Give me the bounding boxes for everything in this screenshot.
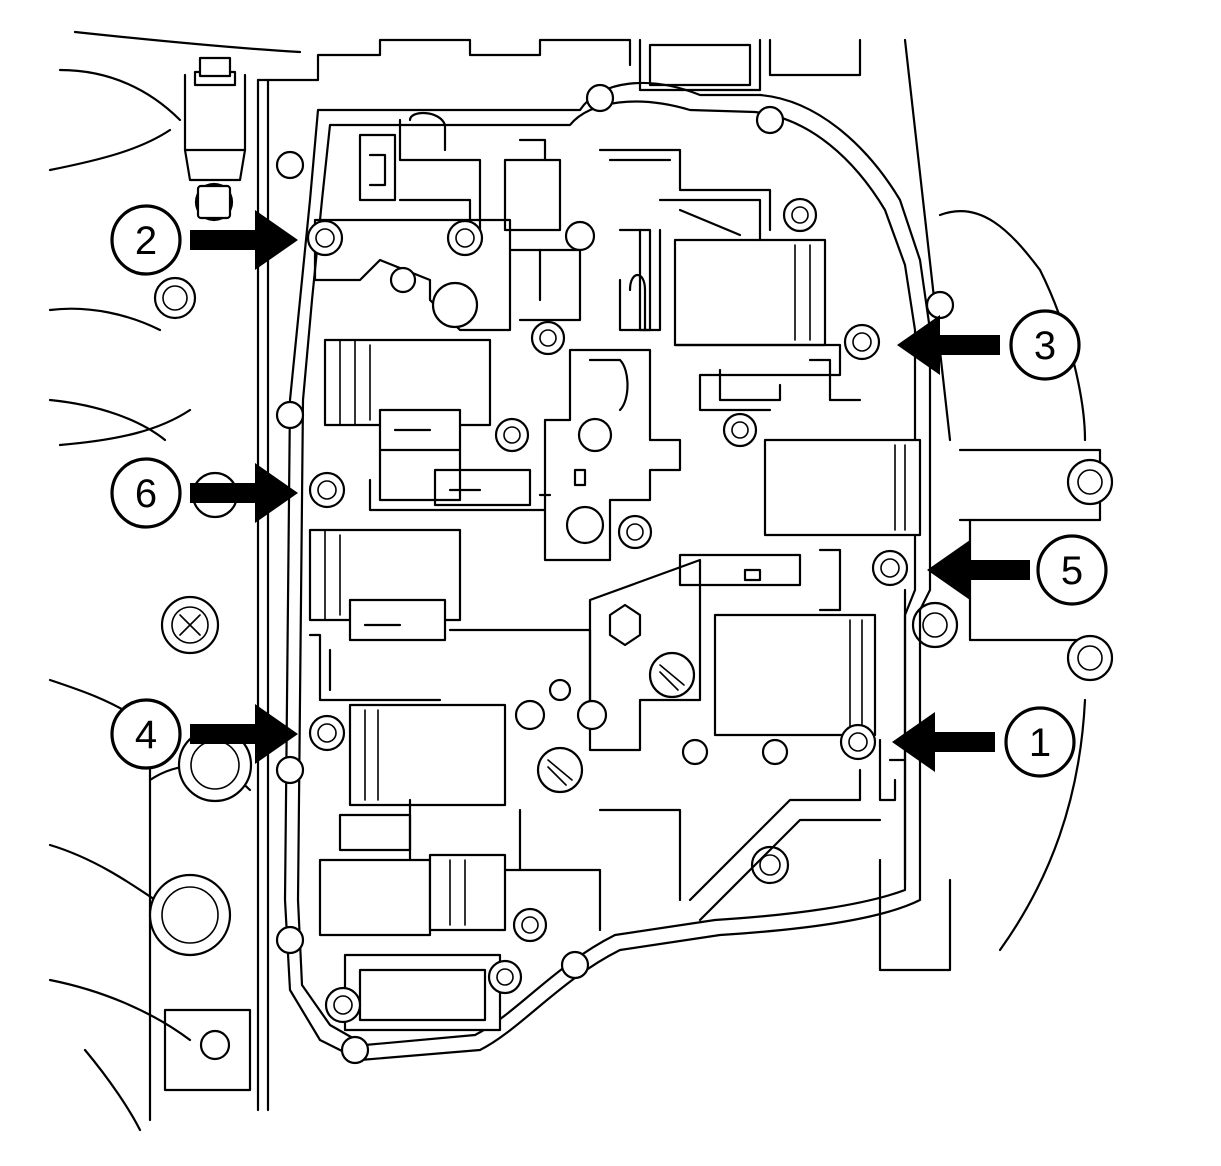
bolt-3 [843, 323, 881, 361]
callout-6-label: 6 [135, 472, 157, 516]
callout-3-label: 3 [1034, 324, 1056, 368]
bolt-1 [839, 723, 877, 761]
solenoid-middle-right [763, 438, 922, 537]
callout-arrows [190, 210, 1030, 772]
arrow-3 [897, 315, 1000, 375]
arrow-2 [190, 210, 298, 270]
callout-2: 2 [110, 204, 182, 276]
bolt-6 [308, 471, 346, 509]
bottom-filter [343, 953, 502, 1032]
upper-detail [358, 38, 772, 242]
solenoid-lower-left [338, 703, 522, 872]
callout-4-label: 4 [135, 713, 157, 757]
mounting-bolts [306, 197, 909, 1024]
solenoid-middle-left [308, 528, 462, 642]
bolt-2 [306, 219, 344, 257]
callout-2-label: 2 [135, 219, 157, 263]
arrow-4 [190, 704, 298, 764]
callout-6: 6 [110, 457, 182, 529]
callout-1: 1 [1004, 706, 1076, 778]
solenoid-lower-right [678, 548, 877, 737]
arrow-6 [190, 463, 298, 523]
solenoid-upper-right [638, 198, 862, 412]
valve-body-plate [275, 81, 955, 1065]
callout-3: 3 [1009, 309, 1081, 381]
arrow-1 [892, 712, 995, 772]
arrow-5 [927, 540, 1030, 600]
bolt-5 [871, 549, 909, 587]
callout-5: 5 [1036, 534, 1108, 606]
central-valve-body [308, 228, 907, 932]
upper-left-valve-body [313, 218, 582, 332]
callout-5-label: 5 [1061, 549, 1083, 593]
callout-1-label: 1 [1029, 721, 1051, 765]
bolt-4 [308, 714, 346, 752]
solenoid-upper-left [323, 338, 492, 502]
callout-4: 4 [110, 698, 182, 770]
solenoid-bottom [318, 853, 507, 937]
